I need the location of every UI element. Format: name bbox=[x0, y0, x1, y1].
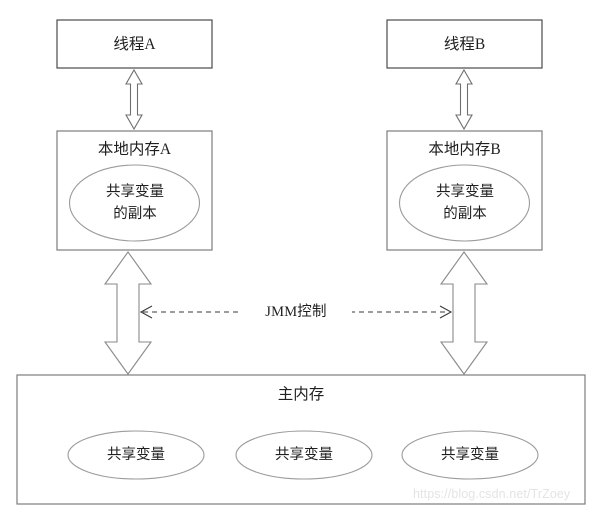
local-memory-b-label: 本地内存B bbox=[428, 141, 501, 158]
local-memory-b-copy-line-2: 的副本 bbox=[443, 206, 487, 222]
local-memory-a-main-memory-arrow bbox=[103, 251, 153, 375]
main-memory-variable-ellipse-1 bbox=[67, 430, 205, 480]
main-memory-variable-label-1: 共享变量 bbox=[107, 447, 165, 463]
main-memory-variable-ellipse-2 bbox=[235, 430, 373, 480]
local-memory-b-copy-ellipse bbox=[398, 164, 531, 242]
jmm-arrowhead-right bbox=[439, 305, 453, 319]
thread-b-local-memory-arrow bbox=[455, 68, 473, 131]
main-memory-variable-label-3: 共享变量 bbox=[441, 447, 499, 463]
watermark-text: https://blog.csdn.net/TrZoey bbox=[413, 487, 571, 501]
thread-a-box bbox=[56, 19, 213, 69]
local-memory-b-main-memory-arrow bbox=[439, 251, 489, 375]
main-memory-variable-ellipse-3 bbox=[401, 430, 539, 480]
local-memory-a-copy-ellipse bbox=[68, 164, 201, 242]
local-memory-b-copy-line-1: 共享变量 bbox=[436, 184, 494, 200]
local-memory-a-copy-line-2: 的副本 bbox=[113, 206, 157, 222]
thread-b-label: 线程B bbox=[443, 36, 486, 53]
jmm-label-backdrop bbox=[240, 301, 352, 323]
local-memory-a-copy-line-1: 共享变量 bbox=[106, 184, 164, 200]
local-memory-a-label: 本地内存A bbox=[97, 141, 172, 158]
main-memory-variable-label-2: 共享变量 bbox=[275, 447, 333, 463]
thread-a-local-memory-arrow bbox=[125, 68, 143, 131]
thread-a-label: 线程A bbox=[113, 36, 156, 53]
main-memory-label: 主内存 bbox=[277, 386, 325, 403]
thread-b-box bbox=[386, 19, 543, 69]
jmm-arrowhead-left bbox=[139, 305, 153, 319]
jmm-control-label: JMM控制 bbox=[265, 304, 327, 320]
